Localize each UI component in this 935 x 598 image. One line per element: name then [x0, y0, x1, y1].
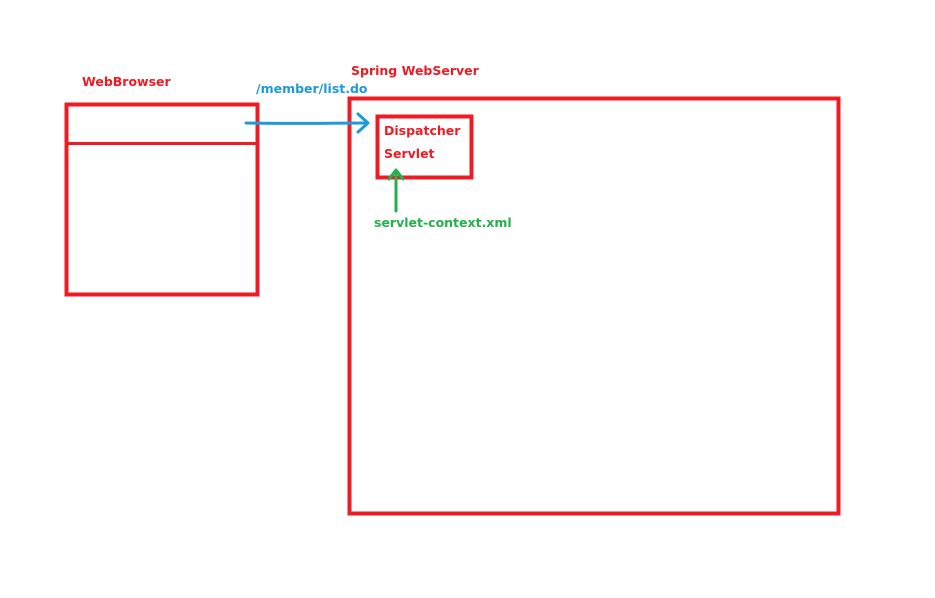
web-browser-label: WebBrowser [82, 74, 171, 89]
web-browser-box [64, 102, 260, 297]
request-url-label: /member/list.do [256, 81, 368, 96]
request-arrow [244, 112, 370, 134]
config-file-label: servlet-context.xml [374, 215, 512, 230]
dispatcher-label-line2: Servlet [384, 146, 435, 161]
config-arrow [387, 168, 405, 213]
dispatcher-label-line1: Dispatcher [384, 123, 461, 138]
dispatcher-servlet-box [375, 114, 474, 180]
spring-webserver-label: Spring WebServer [351, 63, 479, 78]
spring-webserver-box [347, 96, 841, 516]
